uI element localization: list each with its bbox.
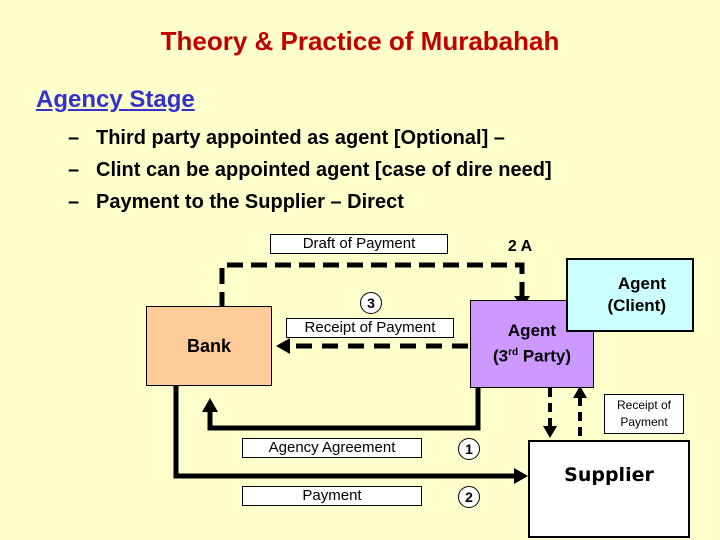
supplier-to-agent-arrowhead: [573, 386, 587, 398]
payment-arrow: [173, 386, 516, 479]
bullet-list: –Third party appointed as agent [Optiona…: [68, 122, 552, 218]
agent-third-label: Agent: [507, 321, 557, 341]
agent-to-supplier-arrowhead: [543, 426, 557, 438]
supplier-box: Supplier: [528, 440, 690, 538]
payment-arrowhead: [514, 468, 528, 484]
bullet-marker: –: [68, 127, 80, 149]
step-3-badge: 3: [360, 292, 382, 314]
bullet-item: –Third party appointed as agent [Optiona…: [68, 122, 552, 154]
step-1-badge: 1: [458, 438, 480, 460]
agent-client-box: Agent (Client): [566, 258, 694, 332]
agent-third-party-word: Party): [518, 346, 572, 366]
agency-agreement-label: Agency Agreement: [242, 438, 422, 458]
agent-third-sup: rd: [508, 347, 519, 359]
step-2a-label: 2 A: [507, 238, 533, 255]
bank-label: Bank: [186, 335, 231, 356]
bullet-text: Payment to the Supplier – Direct: [96, 191, 404, 213]
receipt-payment-arrowhead: [276, 338, 290, 354]
agent-third-sublabel: (3rd Party): [493, 342, 571, 368]
bullet-text: Clint can be appointed agent [case of di…: [96, 159, 552, 181]
bank-box: Bank: [146, 306, 272, 386]
payment-label: Payment: [242, 486, 422, 506]
receipt-of-payment-label: Receipt of Payment: [286, 318, 454, 338]
receipt-small-line2: Payment: [620, 415, 668, 429]
agent-client-sublabel: (Client): [607, 296, 666, 315]
bullet-item: –Payment to the Supplier – Direct: [68, 186, 552, 218]
agent-client-label: Agent: [617, 274, 666, 293]
draft-payment-arrow: [219, 262, 525, 308]
bullet-marker: –: [68, 191, 80, 213]
bullet-marker: –: [68, 159, 80, 181]
section-heading: Agency Stage: [36, 86, 195, 113]
agency-agreement-arrowhead: [202, 398, 218, 412]
receipt-small-line1: Receipt of: [616, 398, 672, 412]
receipt-of-payment-small-label: Receipt of Payment: [604, 394, 684, 434]
supplier-label: Supplier: [564, 464, 654, 486]
step-2-badge: 2: [458, 486, 480, 508]
draft-of-payment-label: Draft of Payment: [270, 234, 448, 254]
slide-title: Theory & Practice of Murabahah: [160, 26, 560, 56]
bullet-text: Third party appointed as agent [Optional…: [96, 127, 505, 149]
bullet-item: –Clint can be appointed agent [case of d…: [68, 154, 552, 186]
agent-third-paren: (3: [492, 346, 509, 366]
